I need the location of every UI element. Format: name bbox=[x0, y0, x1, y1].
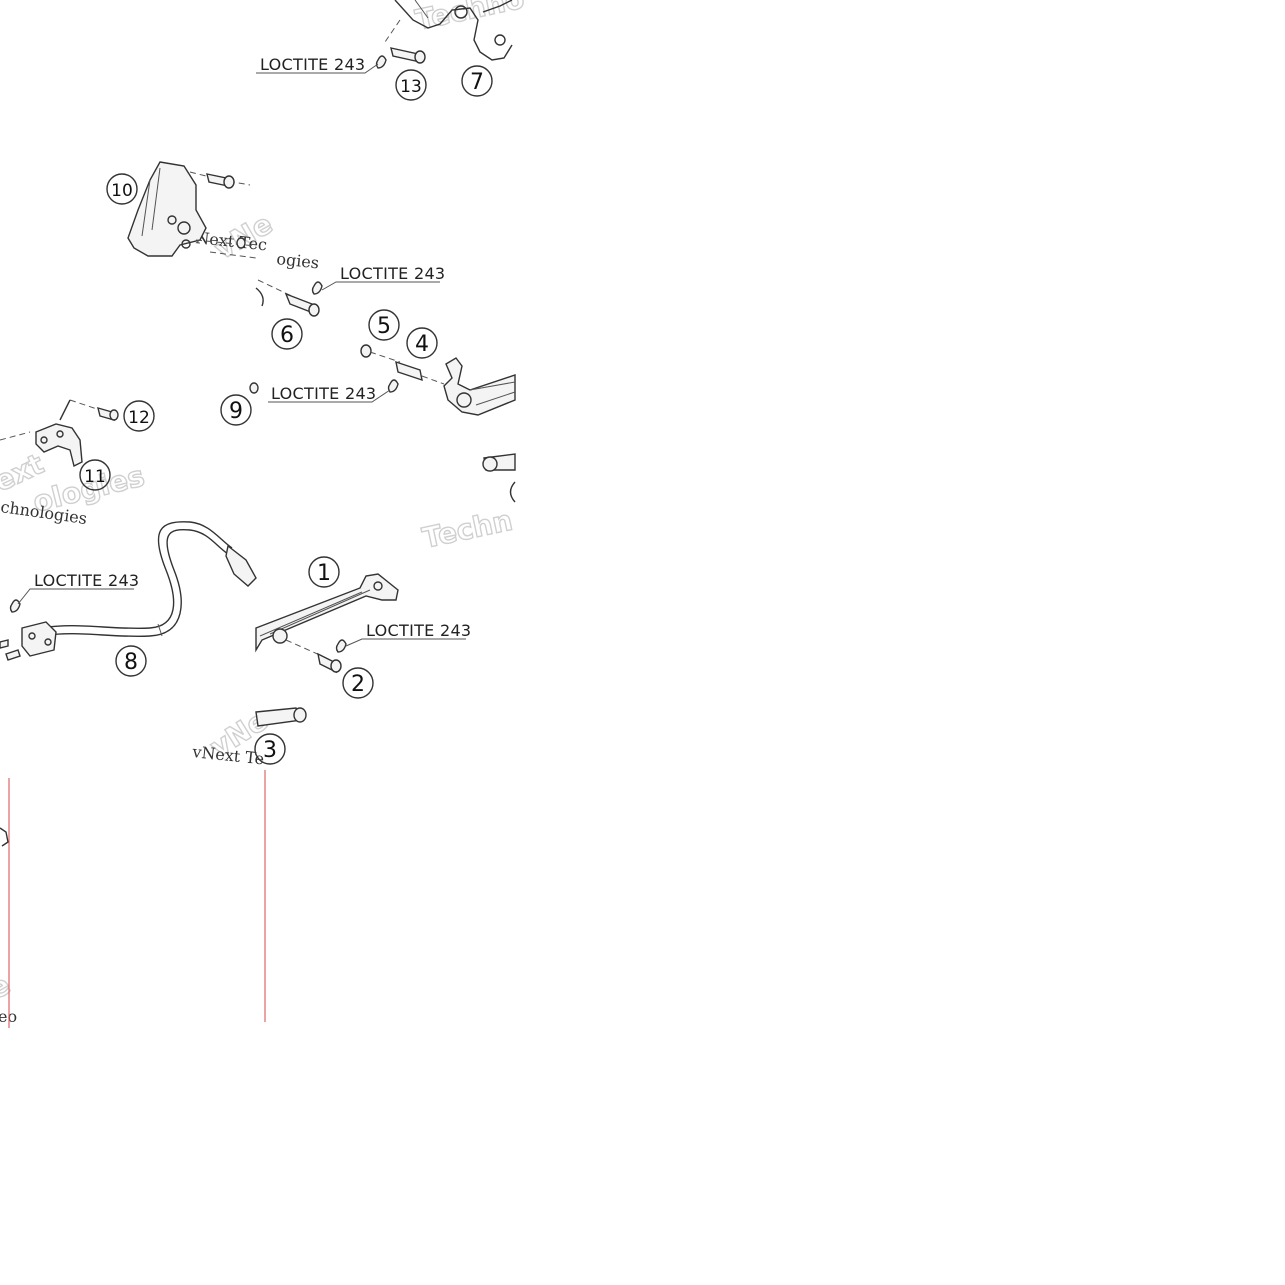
watermark-ogies: ogies bbox=[276, 249, 320, 272]
svg-text:10: 10 bbox=[111, 181, 133, 201]
svg-text:5: 5 bbox=[377, 314, 391, 339]
callout-4: 4 bbox=[406, 327, 438, 359]
loctite-label-part2: LOCTITE 243 bbox=[366, 621, 471, 640]
callout-3: 3 bbox=[254, 733, 286, 765]
svg-text:2: 2 bbox=[351, 672, 365, 697]
watermark-techn-mid: Techn bbox=[420, 504, 516, 555]
svg-text:13: 13 bbox=[400, 77, 422, 97]
loctite-label-group-3: LOCTITE 243 bbox=[268, 384, 391, 403]
part-8-cable bbox=[0, 521, 257, 661]
callout-10: 10 bbox=[106, 173, 138, 205]
callout-7: 7 bbox=[461, 65, 493, 97]
callout-1: 1 bbox=[308, 556, 340, 588]
callout-13: 13 bbox=[395, 69, 427, 101]
part-4-5-pivot bbox=[360, 344, 516, 416]
svg-text:4: 4 bbox=[415, 332, 429, 357]
callout-8: 8 bbox=[115, 645, 147, 677]
callout-5: 5 bbox=[368, 309, 400, 341]
part-9-washer bbox=[249, 382, 259, 394]
callout-12: 12 bbox=[123, 400, 155, 432]
watermark-side-e: e bbox=[0, 968, 16, 1006]
watermark-techno-top: Techno bbox=[413, 0, 528, 37]
svg-text:3: 3 bbox=[263, 738, 277, 763]
part-2-bolt bbox=[285, 639, 347, 674]
svg-text:6: 6 bbox=[280, 323, 294, 348]
svg-text:12: 12 bbox=[128, 408, 150, 428]
svg-text:9: 9 bbox=[229, 399, 243, 424]
callout-6: 6 bbox=[271, 318, 303, 350]
part-13-pin bbox=[375, 19, 426, 69]
svg-text:11: 11 bbox=[84, 467, 106, 487]
loctite-label-group-2: LOCTITE 243 bbox=[321, 264, 445, 291]
callout-9: 9 bbox=[220, 394, 252, 426]
part-1-side-stand bbox=[255, 573, 399, 653]
svg-text:1: 1 bbox=[317, 561, 331, 586]
svg-text:7: 7 bbox=[470, 70, 484, 95]
loctite-label-part8: LOCTITE 243 bbox=[34, 571, 139, 590]
callout-2: 2 bbox=[342, 667, 374, 699]
loctite-label-part4: LOCTITE 243 bbox=[271, 384, 376, 403]
part-12-bolt bbox=[59, 399, 119, 422]
part-3-spring bbox=[255, 707, 307, 727]
loctite-label-group-1: LOCTITE 243 bbox=[256, 55, 379, 74]
svg-text:8: 8 bbox=[124, 650, 138, 675]
watermark-vnext-te: vNext Te bbox=[191, 742, 266, 769]
callout-11: 11 bbox=[79, 459, 111, 491]
loctite-label-group-5: LOCTITE 243 bbox=[345, 621, 471, 647]
loctite-label-group-4: LOCTITE 243 bbox=[17, 571, 139, 605]
loctite-label-top: LOCTITE 243 bbox=[260, 55, 365, 74]
part-11-plate bbox=[0, 423, 83, 468]
part-7-bracket bbox=[394, 0, 513, 61]
part-fragment-left bbox=[0, 827, 9, 847]
part-partial-right bbox=[482, 453, 516, 503]
part-10-footrest-bracket bbox=[127, 161, 257, 259]
loctite-label-part6: LOCTITE 243 bbox=[340, 264, 445, 283]
part-6-bolt bbox=[255, 279, 323, 317]
